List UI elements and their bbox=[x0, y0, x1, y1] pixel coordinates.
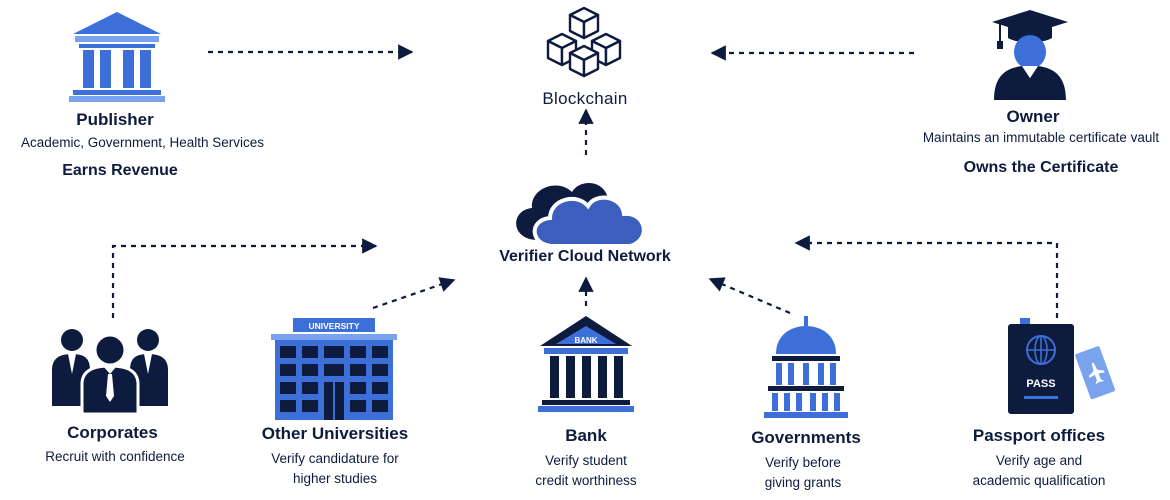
corporates-desc-line1: Recruit with confidence bbox=[45, 449, 185, 464]
verifier-network-node: Verifier Cloud Network bbox=[480, 170, 690, 270]
universities-desc-line2: higher studies bbox=[292, 471, 378, 486]
passport-title: Passport offices bbox=[972, 426, 1106, 445]
government-building-icon bbox=[69, 12, 165, 102]
bank-title: Bank bbox=[565, 426, 607, 445]
universities-title: Other Universities bbox=[261, 424, 409, 443]
publisher-tagline: Earns Revenue bbox=[62, 162, 178, 179]
bank-icon: BANK bbox=[538, 316, 634, 412]
arrow-passport-to-network bbox=[794, 235, 1059, 318]
publisher-node: Publisher Academic, Government, Health S… bbox=[0, 0, 285, 185]
blockchain-node: Blockchain bbox=[520, 6, 650, 108]
bank-desc-line2: credit worthiness bbox=[535, 473, 637, 488]
university-building-icon: UNIVERSITY bbox=[271, 318, 397, 420]
governments-desc-line2: giving grants bbox=[764, 475, 842, 490]
owner-title: Owner bbox=[1006, 107, 1060, 126]
publisher-title: Publisher bbox=[76, 110, 154, 129]
bank-desc-line1: Verify student bbox=[545, 453, 627, 468]
governments-desc-line1: Verify before bbox=[765, 455, 841, 470]
network-label: Verifier Cloud Network bbox=[499, 248, 671, 265]
passport-sign-text: PASS bbox=[1026, 378, 1055, 390]
cloud-icon bbox=[516, 182, 646, 248]
verifier-passport: PASS Passport offices Verify age and aca… bbox=[954, 312, 1134, 492]
bank-sign-text: BANK bbox=[574, 336, 597, 345]
business-people-icon bbox=[52, 329, 168, 414]
arrow-governments-to-network bbox=[708, 277, 791, 315]
capitol-dome-icon bbox=[764, 316, 848, 418]
owner-subtitle: Maintains an immutable certificate vault bbox=[922, 130, 1160, 145]
blockchain-label: Blockchain bbox=[542, 89, 628, 108]
passport-desc-line1: Verify age and bbox=[995, 453, 1083, 468]
owner-node: Owner Maintains an immutable certificate… bbox=[896, 0, 1170, 185]
verifier-universities: UNIVERSITY Other Universities Verify can… bbox=[245, 312, 425, 492]
corporates-title: Corporates bbox=[67, 423, 158, 442]
passport-icon: PASS bbox=[1008, 318, 1115, 414]
owner-tagline: Owns the Certificate bbox=[963, 159, 1119, 176]
publisher-subtitle: Academic, Government, Health Services bbox=[20, 135, 265, 150]
governments-title: Governments bbox=[751, 428, 861, 447]
universities-desc-line1: Verify candidature for bbox=[271, 451, 399, 466]
blockchain-cubes-icon bbox=[546, 6, 622, 78]
verifier-corporates: Corporates Recruit with confidence bbox=[20, 320, 210, 470]
verifier-bank: BANK Bank Verify student credit worthine… bbox=[508, 312, 664, 492]
passport-desc-line2: academic qualification bbox=[972, 473, 1106, 488]
university-sign-text: UNIVERSITY bbox=[308, 321, 359, 331]
arrow-universities-to-network bbox=[372, 277, 456, 310]
verifier-governments: Governments Verify before giving grants bbox=[730, 312, 882, 492]
graduate-icon bbox=[992, 10, 1068, 100]
arrow-corporates-to-network bbox=[111, 238, 378, 318]
